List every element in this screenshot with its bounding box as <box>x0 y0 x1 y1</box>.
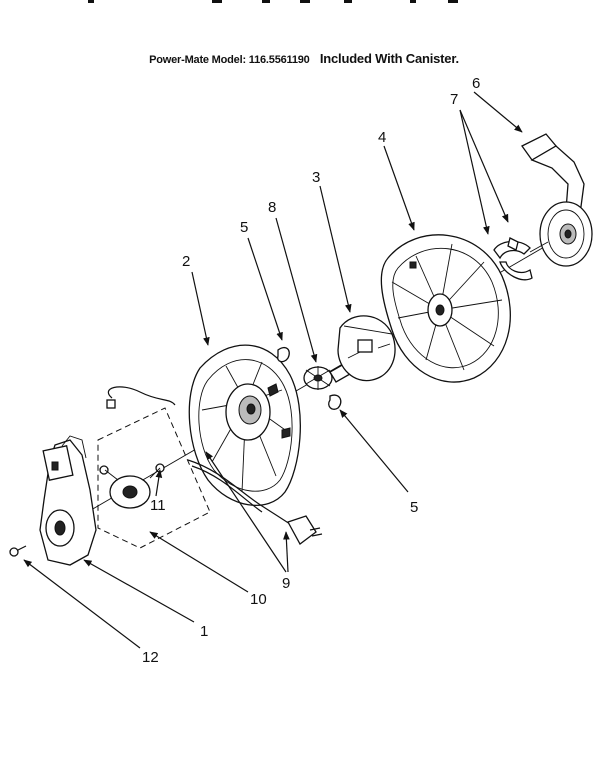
callout-6: 6 <box>472 75 480 92</box>
leader-10 <box>149 531 249 593</box>
leader-4 <box>383 145 415 231</box>
part-hub <box>337 315 396 382</box>
caption-included: Included With Canister. <box>319 51 459 66</box>
leader-8 <box>275 217 318 363</box>
part-clips-pair <box>493 237 533 281</box>
part-housing <box>39 435 97 566</box>
callout-3: 3 <box>312 169 320 186</box>
callout-7: 7 <box>450 91 458 108</box>
part-clip-upper <box>277 346 290 363</box>
callout-10: 10 <box>250 591 267 608</box>
leader-9b <box>283 531 290 573</box>
caption-model: Power-Mate Model: 116.5561190 <box>149 54 310 66</box>
part-back-plate <box>188 344 301 506</box>
callout-numbers: 1 2 3 4 5 5 6 7 8 9 10 11 12 <box>142 75 480 666</box>
callout-2: 2 <box>182 253 190 270</box>
wire-harness <box>107 386 176 406</box>
callout-11: 11 <box>150 497 166 514</box>
callout-5-lower: 5 <box>410 499 418 516</box>
leader-5-upper <box>247 237 283 341</box>
leader-11 <box>155 469 163 497</box>
leader-5-lower <box>339 409 409 493</box>
leader-7a <box>459 109 490 235</box>
part-motor-bracket <box>99 463 165 509</box>
leader-6 <box>473 91 523 133</box>
callout-12: 12 <box>142 649 159 666</box>
callout-5-upper: 5 <box>240 219 248 236</box>
callout-9: 9 <box>282 575 290 592</box>
leader-1 <box>83 559 195 623</box>
callout-4: 4 <box>378 129 386 146</box>
part-screw <box>9 545 27 557</box>
leader-3 <box>319 185 352 313</box>
cropped-top-marks <box>88 0 458 3</box>
part-reel <box>380 234 511 383</box>
callout-8: 8 <box>268 199 276 216</box>
leader-7b <box>459 109 509 223</box>
subassembly-outline <box>97 407 211 549</box>
diagram-caption: Power-Mate Model: 116.5561190 Included W… <box>0 51 608 66</box>
callout-1: 1 <box>200 623 208 640</box>
wire-clip <box>106 399 116 409</box>
leader-2 <box>191 271 210 346</box>
callout-leaders <box>23 91 523 649</box>
leader-9a <box>205 451 287 573</box>
part-power-cord <box>187 459 323 545</box>
leader-12 <box>23 559 141 649</box>
part-clip-lower <box>328 394 342 410</box>
part-end-cap <box>521 133 593 267</box>
